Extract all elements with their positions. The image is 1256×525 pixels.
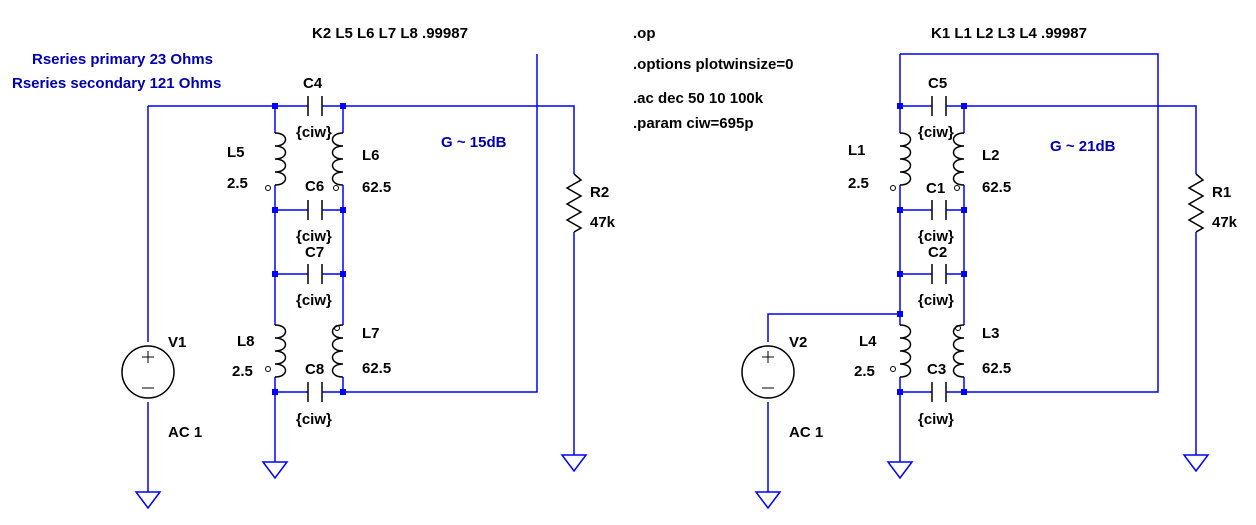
c5-value: {ciw} bbox=[918, 124, 954, 141]
l3-name: L3 bbox=[982, 325, 1000, 342]
c3-name: C3 bbox=[927, 361, 946, 378]
c6-name: C6 bbox=[305, 178, 324, 195]
ac-directive: .ac dec 50 10 100k bbox=[633, 90, 764, 107]
l2-name: L2 bbox=[982, 147, 1000, 164]
inductor-l8 bbox=[265, 324, 287, 378]
l3-value: 62.5 bbox=[982, 360, 1011, 377]
c8-value: {ciw} bbox=[296, 411, 332, 428]
voltage-source-v2 bbox=[741, 345, 795, 399]
coupling-directive-left: K2 L5 L6 L7 L8 .99987 bbox=[312, 25, 468, 42]
c7-value: {ciw} bbox=[296, 292, 332, 309]
ground-symbol bbox=[1182, 454, 1210, 473]
capacitor-c4 bbox=[307, 96, 323, 116]
l6-value: 62.5 bbox=[362, 179, 391, 196]
left-nodes bbox=[272, 103, 346, 395]
c6-value: {ciw} bbox=[296, 228, 332, 245]
v2-name: V2 bbox=[789, 334, 807, 351]
v1-value: AC 1 bbox=[168, 424, 202, 441]
l8-value: 2.5 bbox=[232, 363, 253, 380]
c1-name: C1 bbox=[926, 180, 945, 197]
r2-name: R2 bbox=[590, 184, 609, 201]
left-circuit-wires bbox=[147, 54, 575, 492]
l5-name: L5 bbox=[227, 144, 245, 161]
c2-value: {ciw} bbox=[918, 292, 954, 309]
coupling-directive-right: K1 L1 L2 L3 L4 .99987 bbox=[931, 25, 1087, 42]
inductor-l6 bbox=[331, 132, 344, 191]
c5-name: C5 bbox=[928, 75, 947, 92]
inductor-l2 bbox=[952, 132, 965, 191]
capacitor-c3 bbox=[931, 382, 947, 402]
ground-symbol bbox=[560, 454, 588, 473]
gain-right-note: G ~ 21dB bbox=[1050, 138, 1116, 155]
l4-value: 2.5 bbox=[854, 363, 875, 380]
resistor-r2 bbox=[565, 173, 583, 233]
l2-value: 62.5 bbox=[982, 179, 1011, 196]
voltage-source-v1 bbox=[121, 345, 175, 399]
v2-value: AC 1 bbox=[789, 424, 823, 441]
inductor-l5 bbox=[265, 132, 287, 191]
l6-name: L6 bbox=[362, 147, 380, 164]
options-directive: .options plotwinsize=0 bbox=[633, 56, 793, 73]
rseries-primary-note: Rseries primary 23 Ohms bbox=[32, 51, 213, 68]
capacitor-c5 bbox=[931, 96, 947, 116]
inductor-l7 bbox=[331, 324, 344, 378]
l1-name: L1 bbox=[848, 142, 866, 159]
c1-value: {ciw} bbox=[918, 228, 954, 245]
c4-value: {ciw} bbox=[296, 124, 332, 141]
l4-name: L4 bbox=[859, 333, 877, 350]
c2-name: C2 bbox=[928, 244, 947, 261]
ground-symbol bbox=[886, 461, 914, 480]
resistor-r1 bbox=[1187, 173, 1205, 233]
l7-value: 62.5 bbox=[362, 360, 391, 377]
inductor-l1 bbox=[890, 132, 912, 191]
right-circuit-wires bbox=[767, 53, 1197, 492]
c3-value: {ciw} bbox=[918, 411, 954, 428]
c4-name: C4 bbox=[303, 75, 323, 92]
param-directive: .param ciw=695p bbox=[633, 115, 753, 132]
r1-name: R1 bbox=[1212, 184, 1231, 201]
r1-value: 47k bbox=[1212, 214, 1238, 231]
v1-name: V1 bbox=[168, 334, 186, 351]
l1-value: 2.5 bbox=[848, 175, 869, 192]
l5-value: 2.5 bbox=[227, 175, 248, 192]
inductor-l4 bbox=[890, 324, 912, 378]
l8-name: L8 bbox=[237, 333, 255, 350]
ground-symbol bbox=[134, 491, 162, 510]
l7-name: L7 bbox=[362, 325, 380, 342]
inductor-l3 bbox=[952, 324, 965, 378]
right-nodes bbox=[897, 103, 967, 395]
gain-left-note: G ~ 15dB bbox=[441, 134, 507, 151]
capacitor-c2 bbox=[931, 264, 947, 284]
ground-symbol bbox=[261, 461, 289, 480]
r2-value: 47k bbox=[590, 214, 616, 231]
c7-name: C7 bbox=[305, 244, 324, 261]
rseries-secondary-note: Rseries secondary 121 Ohms bbox=[12, 75, 221, 92]
capacitor-c6 bbox=[307, 200, 323, 220]
capacitor-c7 bbox=[307, 264, 323, 284]
capacitor-c1 bbox=[931, 200, 947, 220]
op-directive: .op bbox=[633, 25, 656, 42]
c8-name: C8 bbox=[305, 361, 324, 378]
ground-symbol bbox=[754, 491, 782, 510]
capacitor-c8 bbox=[307, 382, 323, 402]
